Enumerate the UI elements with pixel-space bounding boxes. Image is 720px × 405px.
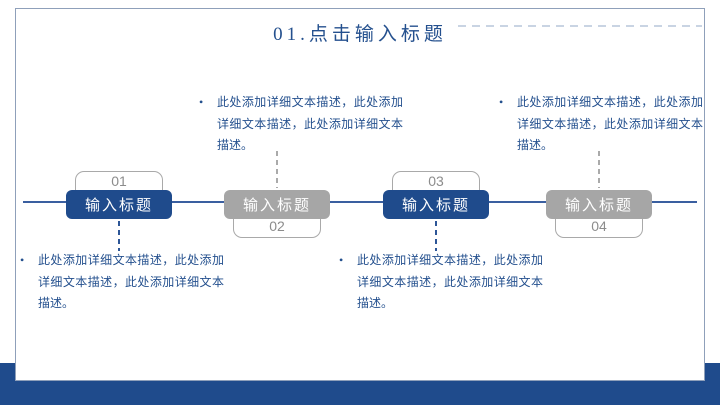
description-text: 此处添加详细文本描述，此处添加详细文本描述，此处添加详细文本描述。 [517,95,703,152]
milestone-2-number: 02 [269,218,285,234]
milestone-1-number: 01 [111,173,127,189]
bullet-icon: • [339,253,344,267]
description-text: 此处添加详细文本描述，此处添加详细文本描述，此处添加详细文本描述。 [357,253,543,310]
milestone-1-label-box[interactable]: 输入标题 [66,190,172,219]
timeline-axis [23,201,697,203]
milestone-2-connector-dashed-line [276,151,278,188]
title-dashed-decoration [458,25,702,27]
milestone-4-number: 04 [591,218,607,234]
milestone-3-label: 输入标题 [401,198,470,214]
description-text: 此处添加详细文本描述，此处添加详细文本描述，此处添加详细文本描述。 [217,95,403,152]
milestone-4-label-box[interactable]: 输入标题 [546,190,652,219]
milestone-3-connector-dashed-line [435,221,437,251]
milestone-4-label: 输入标题 [564,198,633,214]
description-block-bottom-middle[interactable]: • 此处添加详细文本描述，此处添加详细文本描述，此处添加详细文本描述。 [339,250,543,315]
milestone-1-label: 输入标题 [84,198,153,214]
bullet-icon: • [499,95,504,109]
milestone-1-connector-dashed-line [118,221,120,251]
description-block-bottom-left[interactable]: • 此处添加详细文本描述，此处添加详细文本描述，此处添加详细文本描述。 [20,250,224,315]
bullet-icon: • [199,95,204,109]
milestone-4-connector-dashed-line [598,151,600,188]
milestone-2-label-box[interactable]: 输入标题 [224,190,330,219]
milestone-3-label-box[interactable]: 输入标题 [383,190,489,219]
description-block-top-left[interactable]: • 此处添加详细文本描述，此处添加详细文本描述，此处添加详细文本描述。 [199,92,403,157]
milestone-2-label: 输入标题 [242,198,311,214]
slide-title[interactable]: 01.点击输入标题 [273,24,447,45]
milestone-3-number: 03 [428,173,444,189]
description-block-top-right[interactable]: • 此处添加详细文本描述，此处添加详细文本描述，此处添加详细文本描述。 [499,92,703,157]
bullet-icon: • [20,253,25,267]
description-text: 此处添加详细文本描述，此处添加详细文本描述，此处添加详细文本描述。 [38,253,224,310]
